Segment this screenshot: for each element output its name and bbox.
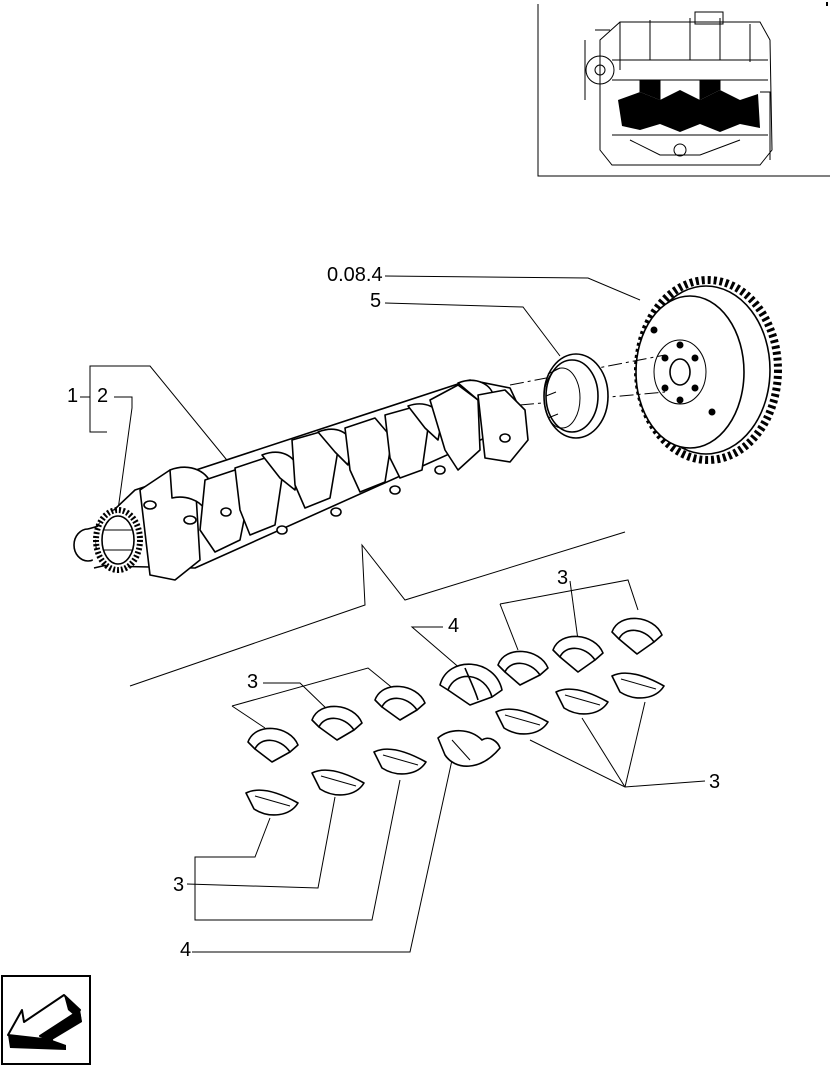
bearing-lower-6 — [373, 748, 427, 775]
crankshaft-highlight — [618, 90, 760, 132]
bearing-lower-3 — [611, 672, 665, 699]
label-seal: 5 — [370, 290, 381, 312]
engine-thumbnail — [537, 2, 830, 177]
bearing-upper-5 — [311, 705, 363, 741]
label-crankshaft: 1 — [67, 385, 78, 407]
flywheel — [634, 276, 782, 464]
engine-locator-icon — [584, 11, 773, 166]
label-bearings-lower-left: 3 — [173, 874, 184, 896]
label-bearings-upper-left: 3 — [247, 671, 258, 693]
label-bearings-upper-right: 3 — [557, 567, 568, 589]
callouts: 0.08.4 5 1 2 4 3 3 3 3 4 — [67, 264, 720, 961]
bearing-lower-1 — [495, 708, 549, 735]
bearing-lower-2 — [555, 688, 609, 715]
bearing-upper-3 — [611, 617, 663, 655]
bearing-upper-4 — [247, 727, 299, 763]
label-thrust-upper: 4 — [448, 615, 459, 637]
label-thrust-lower: 4 — [180, 939, 191, 961]
rear-seal — [543, 353, 609, 439]
thrust-bearing-lower — [437, 729, 501, 767]
bearing-lower-4 — [245, 789, 299, 816]
label-flywheel-ref: 0.08.4 — [327, 264, 383, 286]
bearing-upper-1 — [497, 650, 549, 686]
label-gear: 2 — [97, 385, 108, 407]
bearing-lower-5 — [311, 769, 365, 796]
back-arrow-icon[interactable] — [1, 975, 91, 1065]
leader-lines — [80, 275, 706, 953]
bearing-upper-2 — [552, 635, 604, 673]
bearing-shells — [245, 617, 665, 816]
thrust-bearing-upper — [439, 663, 503, 706]
timing-gear — [93, 507, 143, 573]
bearing-upper-6 — [374, 685, 426, 721]
crankshaft — [73, 379, 529, 581]
label-bearings-lower-right: 3 — [709, 771, 720, 793]
